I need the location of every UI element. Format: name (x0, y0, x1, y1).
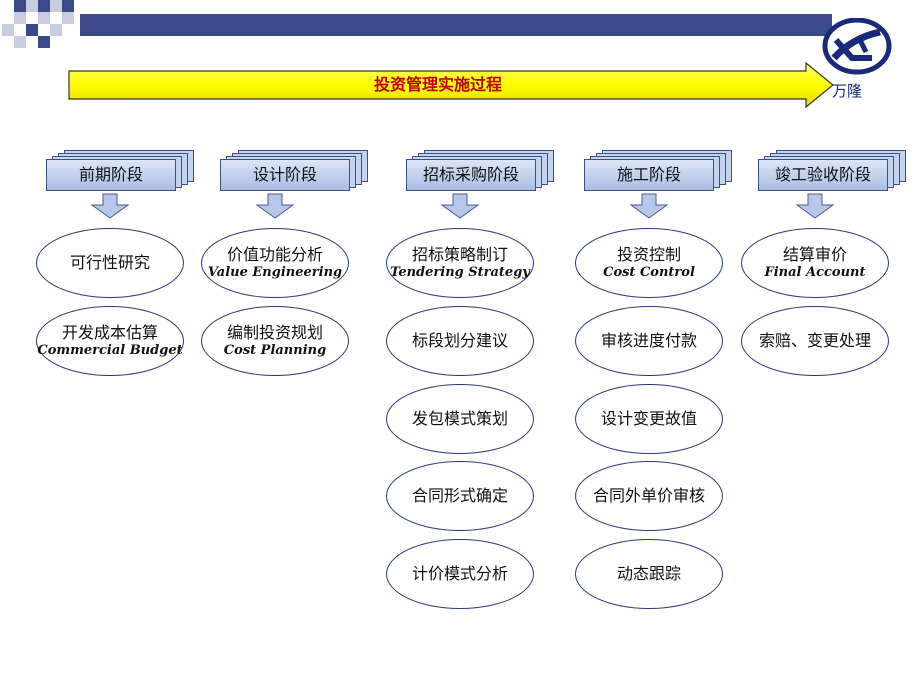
task-oval: 标段划分建议 (386, 306, 534, 376)
task-label-en: Value Engineering (207, 265, 343, 280)
stage-tab: 施工阶段 (584, 150, 734, 191)
stage-tab-front: 施工阶段 (584, 159, 714, 191)
task-label-en: Cost Planning (223, 343, 327, 358)
corner-checker-decor (0, 0, 80, 56)
down-arrow-icon (90, 193, 130, 219)
task-label-zh: 发包模式策划 (411, 409, 508, 428)
task-label-zh: 价值功能分析 (226, 245, 323, 264)
task-label-en: Tendering Strategy (390, 265, 530, 280)
task-label-zh: 可行性研究 (69, 253, 150, 272)
banner-title: 投资管理实施过程 (373, 75, 502, 94)
down-arrow-icon (629, 193, 669, 219)
stage-label: 设计阶段 (252, 165, 317, 184)
stage-tab: 招标采购阶段 (406, 150, 556, 191)
stage-tab: 设计阶段 (220, 150, 370, 191)
task-oval: 动态跟踪 (575, 539, 723, 609)
stage-label: 竣工验收阶段 (774, 165, 871, 184)
task-oval: 合同形式确定 (386, 461, 534, 531)
stage-tab-front: 设计阶段 (220, 159, 350, 191)
task-oval: 可行性研究 (36, 228, 184, 298)
task-label-zh: 审核进度付款 (600, 331, 697, 350)
task-oval: 审核进度付款 (575, 306, 723, 376)
stage-tab: 前期阶段 (46, 150, 196, 191)
task-label-zh: 合同形式确定 (411, 486, 508, 505)
task-label-zh: 索赔、变更处理 (758, 331, 871, 350)
stage-tab-front: 招标采购阶段 (406, 159, 536, 191)
task-label-zh: 结算审价 (782, 245, 847, 264)
task-label-zh: 设计变更故值 (600, 409, 697, 428)
stage-tab-front: 前期阶段 (46, 159, 176, 191)
task-label-en: Commercial Budget (37, 343, 183, 358)
down-arrow-icon (440, 193, 480, 219)
stage-tab: 竣工验收阶段 (758, 150, 908, 191)
task-oval: 设计变更故值 (575, 384, 723, 454)
stage-label: 前期阶段 (78, 165, 143, 184)
task-label-zh: 动态跟踪 (616, 564, 681, 583)
task-label-zh: 合同外单价审核 (592, 486, 705, 505)
task-label-zh: 计价模式分析 (411, 564, 508, 583)
task-oval: 发包模式策划 (386, 384, 534, 454)
stage-tab-front: 竣工验收阶段 (758, 159, 888, 191)
task-label-zh: 开发成本估算 (61, 323, 158, 342)
stage-label: 招标采购阶段 (422, 165, 519, 184)
task-label-zh: 标段划分建议 (411, 331, 508, 350)
task-label-zh: 招标策略制订 (411, 245, 508, 264)
task-oval: 合同外单价审核 (575, 461, 723, 531)
process-banner-arrow (68, 62, 834, 108)
company-logo (822, 18, 892, 75)
task-label-en: Cost Control (603, 265, 695, 280)
task-label-zh: 投资控制 (616, 245, 681, 264)
down-arrow-icon (255, 193, 295, 219)
task-oval: 计价模式分析 (386, 539, 534, 609)
stage-label: 施工阶段 (616, 165, 681, 184)
task-label-zh: 编制投资规划 (226, 323, 323, 342)
task-oval: 索赔、变更处理 (741, 306, 889, 376)
top-decor-bar (80, 14, 832, 36)
task-label-en: Final Account (764, 265, 866, 280)
logo-text: 万隆 (832, 82, 863, 100)
down-arrow-icon (795, 193, 835, 219)
